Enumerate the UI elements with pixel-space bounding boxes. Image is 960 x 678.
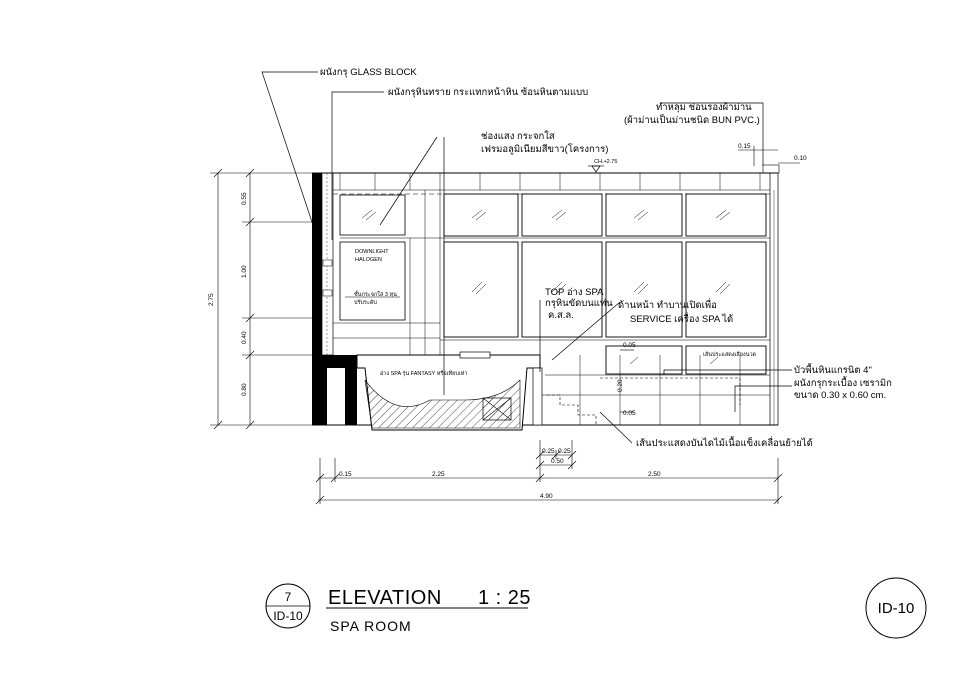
label-downlight-2: HALOGEN xyxy=(355,257,382,263)
dim-4-90: 4.90 xyxy=(540,493,553,500)
window-panes xyxy=(443,193,767,375)
label-sandstone-wall: ผนังกรุหินทราย กระแทกหน้าหิน ซ้อนหินตามแ… xyxy=(388,87,588,98)
label-top-spa-1: TOP อ่าง SPA xyxy=(545,287,604,298)
dim-0-15: 0.15 xyxy=(339,471,352,478)
label-ceramic-1: ผนังกรุกระเบื้อง เซรามิก xyxy=(794,376,892,389)
movable-steps-dashed xyxy=(542,377,741,425)
glass-display-boxes xyxy=(339,194,406,321)
label-skylight-1: ช่องแสง กระจกใส xyxy=(481,130,555,142)
label-waterline: เส้นประแสดงเสียงนวด xyxy=(703,351,757,358)
label-shelf-2: ปรับระดับ xyxy=(354,299,377,306)
drawing-scale: 1 : 25 xyxy=(478,587,531,609)
label-granite-base: บัวพื้นหินแกรนิต 4" xyxy=(794,363,872,376)
dim-curtain-0-15: 0.15 xyxy=(738,143,751,150)
label-skylight-2: เฟรมอลูมิเนียมสีขาว(โครงการ) xyxy=(481,143,608,155)
title-block: 7 ID-10 ELEVATION 1 : 25 SPA ROOM ID-10 xyxy=(265,577,927,639)
label-ceramic-2: ขนาด 0.30 x 0.60 cm. xyxy=(794,390,886,401)
glass-reflection-marks xyxy=(471,209,731,365)
dim-0-25-a: 0.25 xyxy=(542,448,555,455)
dim-seg-1-00: 1.00 xyxy=(241,265,248,278)
dim-0-50: 0.50 xyxy=(551,458,564,465)
drawing-title: ELEVATION xyxy=(328,587,442,609)
dim-total-height: 2.75 xyxy=(208,293,215,306)
dim-0-20: 0.20 xyxy=(617,379,624,392)
dim-2-25: 2.25 xyxy=(432,471,445,478)
vertical-dimensions xyxy=(210,168,312,430)
label-top-spa-2: กรุหินขัดบนแท่น xyxy=(545,298,613,309)
left-wall-section xyxy=(312,172,357,425)
label-shelf-1: ชั้นกระจกใส 3 หุน xyxy=(354,290,397,298)
label-curtain-2: (ผ้าม่านเป็นม่านชนิด BUN PVC.) xyxy=(624,113,760,126)
dim-curtain-0-10: 0.10 xyxy=(794,155,807,162)
dim-seg-0-55: 0.55 xyxy=(241,192,248,205)
dim-2-50: 2.50 xyxy=(648,471,661,478)
horizontal-dimensions xyxy=(315,146,800,505)
label-spa-tub: อ่าง SPA รุ่น FANTASY หรือเทียบเท่า xyxy=(380,370,467,377)
dim-0-25-b: 0.25 xyxy=(558,448,571,455)
spa-tub xyxy=(356,351,543,431)
label-downlight-1: DOWNLIGHT xyxy=(355,249,389,255)
label-service-2: SERVICE เครื่อง SPA ได้ xyxy=(630,312,733,325)
leader-lines xyxy=(261,71,792,444)
label-glass-block: ผนังกรุ GLASS BLOCK xyxy=(320,67,417,78)
label-movable-steps: เส้นประแสดงบันไดไม้เนื้อแข็งเคลื่อนย้ายไ… xyxy=(636,436,813,449)
dim-0-05-b: 0.05 xyxy=(623,410,636,417)
sheet-badge: ID-10 xyxy=(878,600,915,617)
drawing-sheet-ref: ID-10 xyxy=(273,609,303,623)
drawing-number: 7 xyxy=(285,590,292,604)
sandstone-wall xyxy=(333,173,441,355)
label-curtain-1: ทำหลุม ช่อนรองผ้าม่าน xyxy=(656,102,752,113)
ceramic-tile-wall xyxy=(440,173,770,425)
drawing-subtitle: SPA ROOM xyxy=(330,618,412,634)
dim-0-05-a: 0.05 xyxy=(623,342,636,349)
dim-seg-0-40: 0.40 xyxy=(241,331,248,344)
label-top-spa-3: ค.ส.ล. xyxy=(548,310,574,321)
ceiling-height-marker xyxy=(588,165,604,173)
label-ceiling-height: CH.+2.75 xyxy=(594,159,617,165)
label-service-1: ด้านหน้า ทำบานเปิดเพื่อ xyxy=(618,298,717,311)
dim-seg-0-80: 0.80 xyxy=(241,383,248,396)
